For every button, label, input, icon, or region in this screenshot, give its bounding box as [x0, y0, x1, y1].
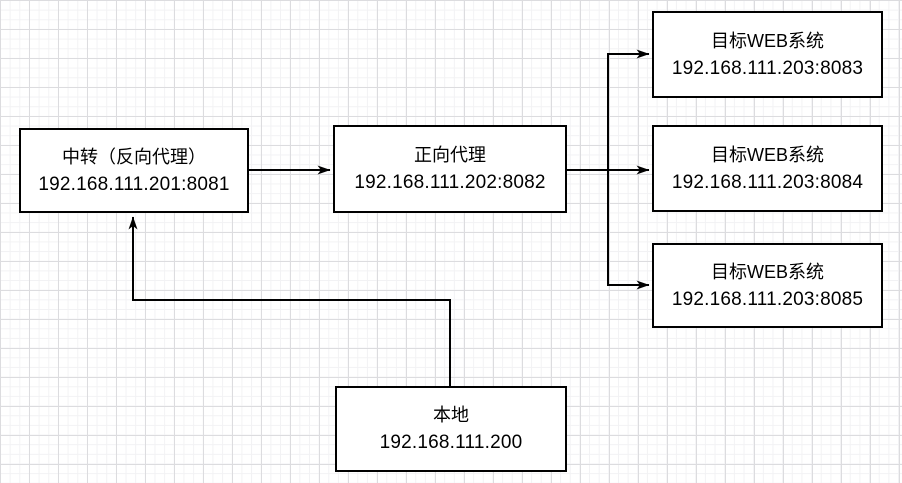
node-target-web-3-address: 192.168.111.203:8085: [671, 288, 864, 310]
edge-forward-proxy-to-target-web-3: [607, 170, 650, 290]
node-target-web-1-address: 192.168.111.203:8083: [671, 57, 864, 79]
node-relay-address: 192.168.111.201:8081: [38, 173, 230, 195]
node-target-web-1: 目标WEB系统 192.168.111.203:8083: [652, 11, 883, 98]
node-target-web-2-title: 目标WEB系统: [710, 144, 824, 165]
node-target-web-2-address: 192.168.111.203:8084: [671, 171, 864, 193]
edge-local-to-relay: [128, 216, 451, 386]
node-forward-proxy-address: 192.168.111.202:8082: [354, 172, 546, 193]
node-forward-proxy-title: 正向代理: [414, 145, 486, 165]
node-forward-proxy: 正向代理 192.168.111.202:8082: [333, 125, 567, 213]
node-local-title: 本地: [433, 405, 469, 425]
node-target-web-3: 目标WEB系统 192.168.111.203:8085: [652, 243, 883, 328]
node-target-web-3-title: 目标WEB系统: [710, 261, 824, 282]
node-relay: 中转（反向代理） 192.168.111.201:8081: [19, 128, 249, 213]
edge-forward-proxy-to-target-web-1: [607, 49, 650, 170]
node-target-web-2: 目标WEB系统 192.168.111.203:8084: [652, 125, 883, 212]
node-relay-title: 中转（反向代理）: [62, 146, 206, 167]
node-target-web-1-title: 目标WEB系统: [710, 30, 824, 51]
node-local: 本地 192.168.111.200: [335, 386, 567, 472]
node-local-address: 192.168.111.200: [379, 432, 523, 453]
